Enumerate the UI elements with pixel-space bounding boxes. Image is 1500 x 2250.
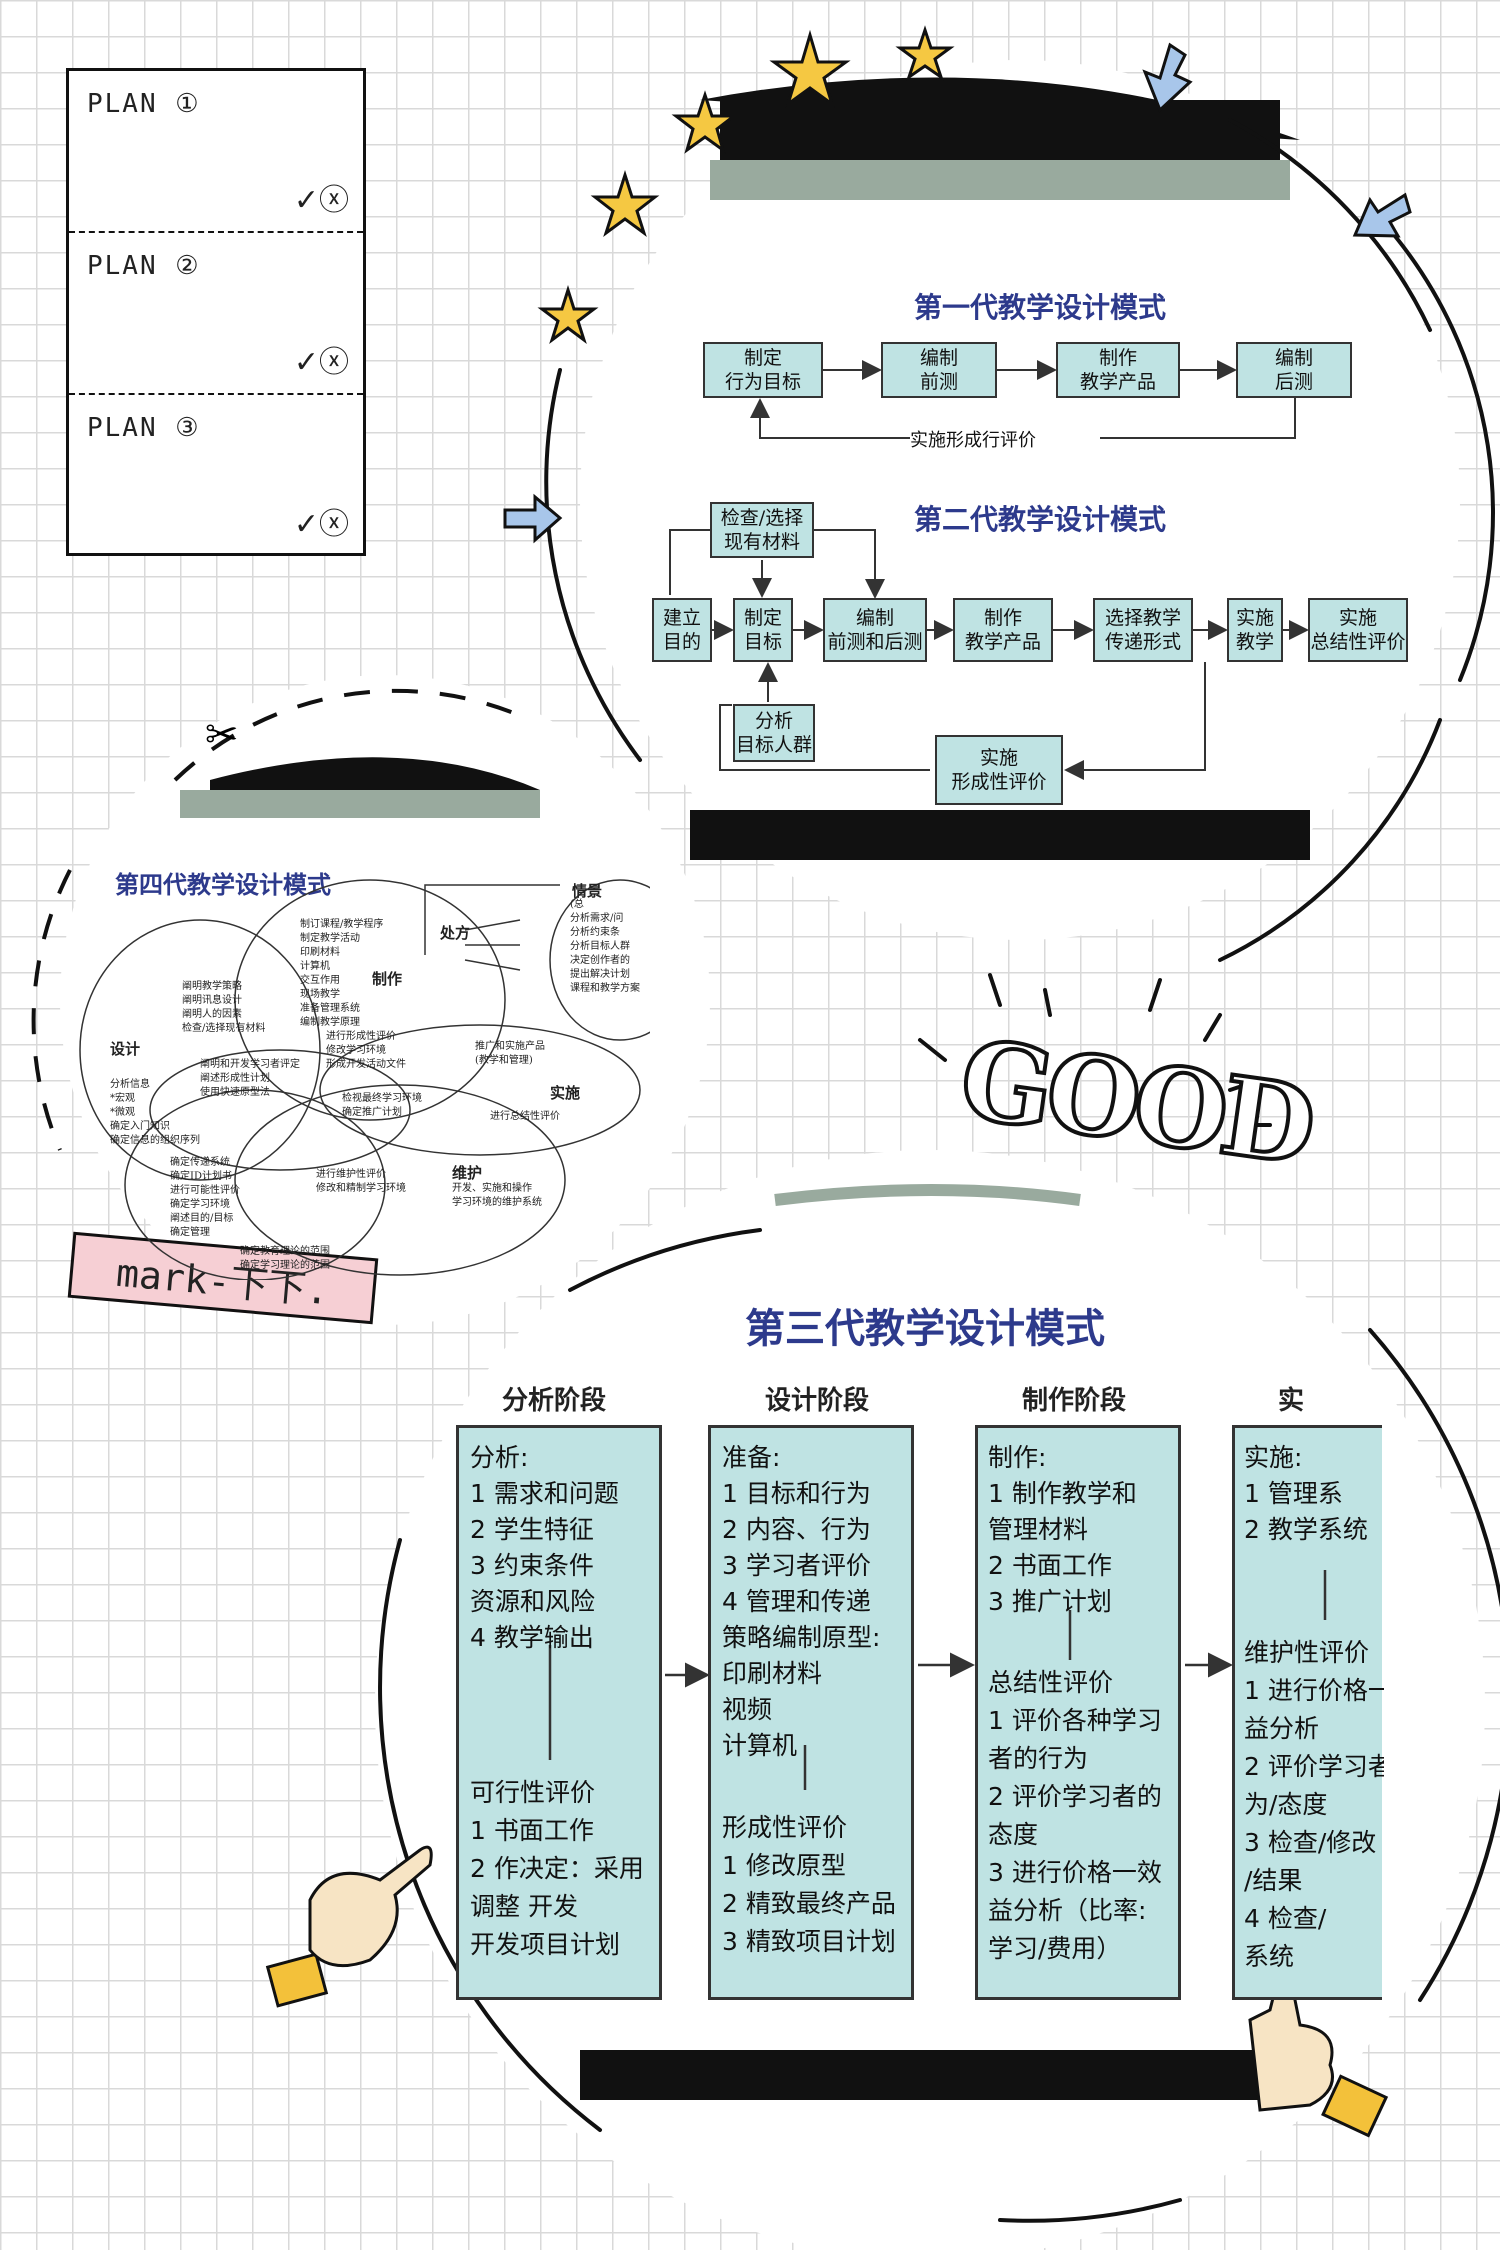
gen4-title: 第四代教学设计模式 bbox=[115, 870, 331, 899]
gen2-set-box: 制定 目标 bbox=[733, 598, 793, 662]
panel-1-cap-bottom bbox=[690, 810, 1310, 860]
gen3-col-implement bbox=[1232, 1425, 1382, 2000]
gen3-stage-production: 制作阶段 bbox=[1022, 1386, 1127, 1416]
gen4-deliver-list: 确定传递系统确定ID计划书进行可能性评价确定学习环境阐述目的/目标确定管理 bbox=[170, 1157, 240, 1238]
arrow-icon bbox=[503, 42, 1412, 544]
panel-1-cap-top bbox=[720, 100, 1280, 160]
gen2-connectors bbox=[669, 529, 1309, 780]
gen2-title: 第二代教学设计模式 bbox=[914, 503, 1167, 536]
gen1-feedback-label: 实施形成行评价 bbox=[910, 430, 1036, 451]
pointing-hand-icon bbox=[265, 1845, 433, 2008]
gen4-label-maintain: 维护 bbox=[452, 1164, 483, 1182]
gen3-col-analysis bbox=[456, 1425, 662, 2000]
gen1-box-3: 制作 教学产品 bbox=[1056, 342, 1180, 398]
gen4-label-design: 设计 bbox=[110, 1040, 141, 1058]
gen3-col4-text: 实施: 1 管理系 2 教学系统 维护性评价 1 进行价格一 益分析 2 评价学… bbox=[1244, 1443, 1384, 1971]
gen2-produce-box: 制作 教学产品 bbox=[953, 598, 1053, 662]
check-cross-icon: ✓ⓧ bbox=[293, 507, 349, 542]
gen4-maint-eval-list: 进行维护性评价修改和精制学习环境 bbox=[316, 1169, 406, 1194]
star-icon bbox=[537, 25, 955, 345]
gen2-teach-box: 实施 教学 bbox=[1227, 598, 1283, 662]
panel-2-bg bbox=[60, 675, 710, 1325]
gen1-box-4: 编制 后测 bbox=[1236, 342, 1352, 398]
plan-section-1: PLAN ① ✓ⓧ bbox=[69, 71, 363, 231]
check-cross-icon: ✓ⓧ bbox=[293, 345, 349, 380]
gen3-stage-design: 设计阶段 bbox=[765, 1386, 870, 1416]
gen3-stage-analysis: 分析阶段 bbox=[502, 1386, 607, 1416]
gen2-choose-box: 选择教学 传递形式 bbox=[1093, 598, 1193, 662]
plan-title-1: PLAN ① bbox=[87, 89, 201, 119]
gen1-title: 第一代教学设计模式 bbox=[914, 291, 1167, 324]
gen1-connectors bbox=[750, 360, 1296, 439]
panel-1-cap-band bbox=[710, 160, 1290, 200]
gen4-bottom-list: 确定教育理论的范围确定学习理论的范围 bbox=[240, 1246, 330, 1271]
gen4-design-list: 分析信息*宏观*微观确定入门知识确定信息的组织序列 bbox=[110, 1079, 200, 1146]
check-cross-icon: ✓ⓧ bbox=[293, 183, 349, 218]
gen2-formative-box: 实施 形成性评价 bbox=[935, 735, 1063, 805]
gen4-make-list: 制订课程/教学程序制定教学活动印刷材料计算机交互作用现场教学准备管理系统编制教学… bbox=[300, 919, 384, 1028]
gen3-col-design bbox=[708, 1425, 914, 2000]
gen4-promote-list: 推广和实施产品(教学和管理) bbox=[475, 1041, 545, 1066]
gen2-analyze-box: 分析 目标人群 bbox=[733, 704, 815, 762]
gen4-summ-list: 进行总结性评价 bbox=[490, 1111, 560, 1122]
gen4-maint-list: 开发、实施和操作学习环境的维护系统 bbox=[452, 1183, 542, 1208]
gen4-mid-list: 进行形成性评价修改学习环境形成开发活动文件 bbox=[326, 1031, 406, 1070]
gen4-diagram: 第四代教学设计模式 设计 制作 实施 维护 处方 情景 制订课程/教学程序制定教… bbox=[60, 860, 650, 1280]
gen2-check-box: 检查/选择 现有材料 bbox=[710, 502, 814, 558]
plan-title-2: PLAN ② bbox=[87, 251, 201, 281]
gen1-box-1: 制定 行为目标 bbox=[703, 342, 823, 398]
plan-section-2: PLAN ② ✓ⓧ bbox=[69, 231, 363, 393]
gen2-build-box: 建立 目的 bbox=[652, 598, 712, 662]
plan-card: PLAN ① ✓ⓧ PLAN ② ✓ⓧ PLAN ③ ✓ⓧ bbox=[66, 68, 366, 556]
plan-title-3: PLAN ③ bbox=[87, 413, 201, 443]
gen3-col-production bbox=[975, 1425, 1181, 2000]
gen4-env-list: 检视最终学习环境确定推广计划 bbox=[342, 1093, 422, 1118]
gen2-compile-box: 编制 前测和后测 bbox=[823, 598, 927, 662]
gen3-stage-implement: 实 bbox=[1278, 1386, 1305, 1416]
burst-lines bbox=[918, 973, 1272, 1127]
gen4-label-make: 制作 bbox=[372, 970, 403, 988]
plan-section-3: PLAN ③ ✓ⓧ bbox=[69, 393, 363, 555]
gen4-label-prescribe: 处方 bbox=[440, 924, 471, 942]
gen4-venn-shapes bbox=[79, 879, 650, 1280]
gen3-title: 第三代教学设计模式 bbox=[745, 1305, 1105, 1352]
panel-3-cap-bottom bbox=[580, 2050, 1300, 2100]
gen1-box-2: 编制 前测 bbox=[881, 342, 997, 398]
gen4-formative-list: 阐明和开发学习者评定阐述形成性计划使用快速原型法 bbox=[200, 1059, 300, 1098]
gen2-summative-box: 实施 总结性评价 bbox=[1308, 598, 1408, 662]
scissors-icon: ✂ bbox=[205, 712, 239, 758]
gen4-situation-list: (总分析需求/问分析约束条分析目标人群决定创作者的提出解决计划课程和教学方案 bbox=[570, 899, 640, 994]
gen3-connectors bbox=[548, 1570, 1327, 1790]
gen4-label-situation: 情景 bbox=[572, 882, 603, 900]
gen4-strategy-list: 阐明教学策略阐明讯息设计阐明人的因素检查/选择现有材料 bbox=[182, 981, 266, 1034]
gen4-label-implement: 实施 bbox=[550, 1084, 581, 1102]
